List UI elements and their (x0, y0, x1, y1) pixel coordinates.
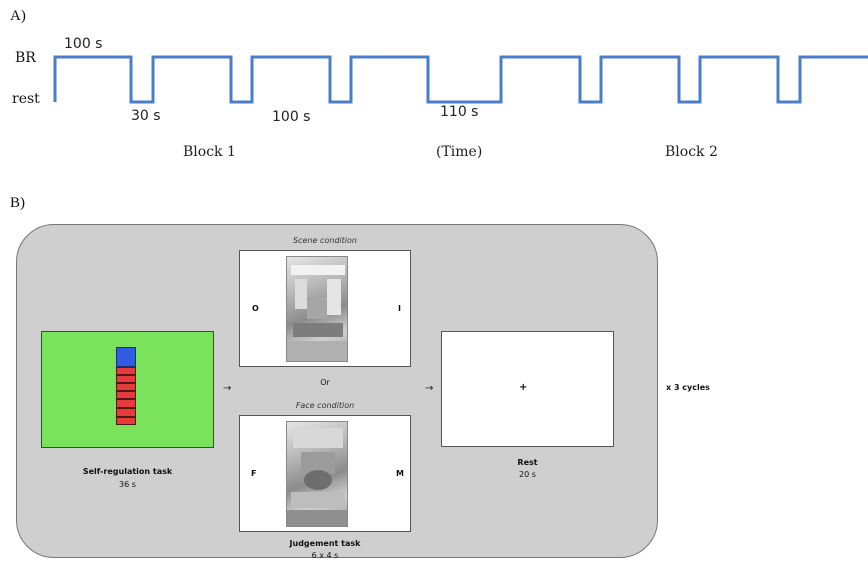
block2-label: Block 2 (665, 144, 718, 160)
face-left-key: F (251, 469, 257, 478)
face-image-graphic (287, 428, 347, 526)
duration-br-mid: 100 s (272, 109, 311, 125)
or-label: Or (320, 378, 330, 387)
scene-left-key: O (252, 304, 259, 313)
face-condition-title: Face condition (295, 401, 355, 410)
thermometer-segment (116, 375, 136, 383)
waveform-line (53, 55, 868, 104)
thermometer-segment (116, 399, 136, 408)
scene-condition-title: Scene condition (293, 236, 357, 245)
thermometer-segment (116, 391, 136, 399)
rest-screen (441, 331, 614, 447)
duration-rest-short: 30 s (131, 108, 161, 124)
panel-a-label: A) (10, 8, 26, 24)
rest-title: Rest (517, 458, 538, 467)
self-regulation-title: Self-regulation task (82, 467, 173, 476)
time-label: (Time) (436, 144, 483, 160)
duration-br-first: 100 s (64, 36, 103, 52)
feedback-thermometer (116, 347, 136, 425)
arrow-to-judgement: → (223, 383, 232, 394)
judgement-title: Judgement task (289, 539, 361, 548)
cycles-label: x 3 cycles (666, 383, 710, 392)
scene-image (286, 256, 348, 362)
thermometer-segment (116, 408, 136, 417)
block1-label: Block 1 (183, 144, 236, 160)
thermometer-top-segment (116, 347, 136, 367)
level-low-label: rest (12, 91, 40, 107)
panel-b-label: B) (10, 195, 25, 211)
block-design-waveform (53, 55, 868, 104)
rest-duration: 20 s (519, 470, 536, 479)
level-high-label: BR (15, 50, 36, 66)
scene-image-graphic (287, 265, 347, 361)
fixation-cross: + (519, 382, 528, 393)
thermometer-segment (116, 417, 136, 425)
arrow-to-rest: → (425, 383, 434, 394)
face-right-key: M (396, 469, 404, 478)
self-regulation-duration: 36 s (119, 480, 136, 489)
thermometer-segment (116, 383, 136, 391)
duration-rest-long: 110 s (440, 104, 479, 120)
judgement-duration: 6 x 4 s (311, 551, 339, 560)
scene-right-key: I (398, 304, 401, 313)
face-image (286, 421, 348, 527)
thermometer-segment (116, 367, 136, 375)
